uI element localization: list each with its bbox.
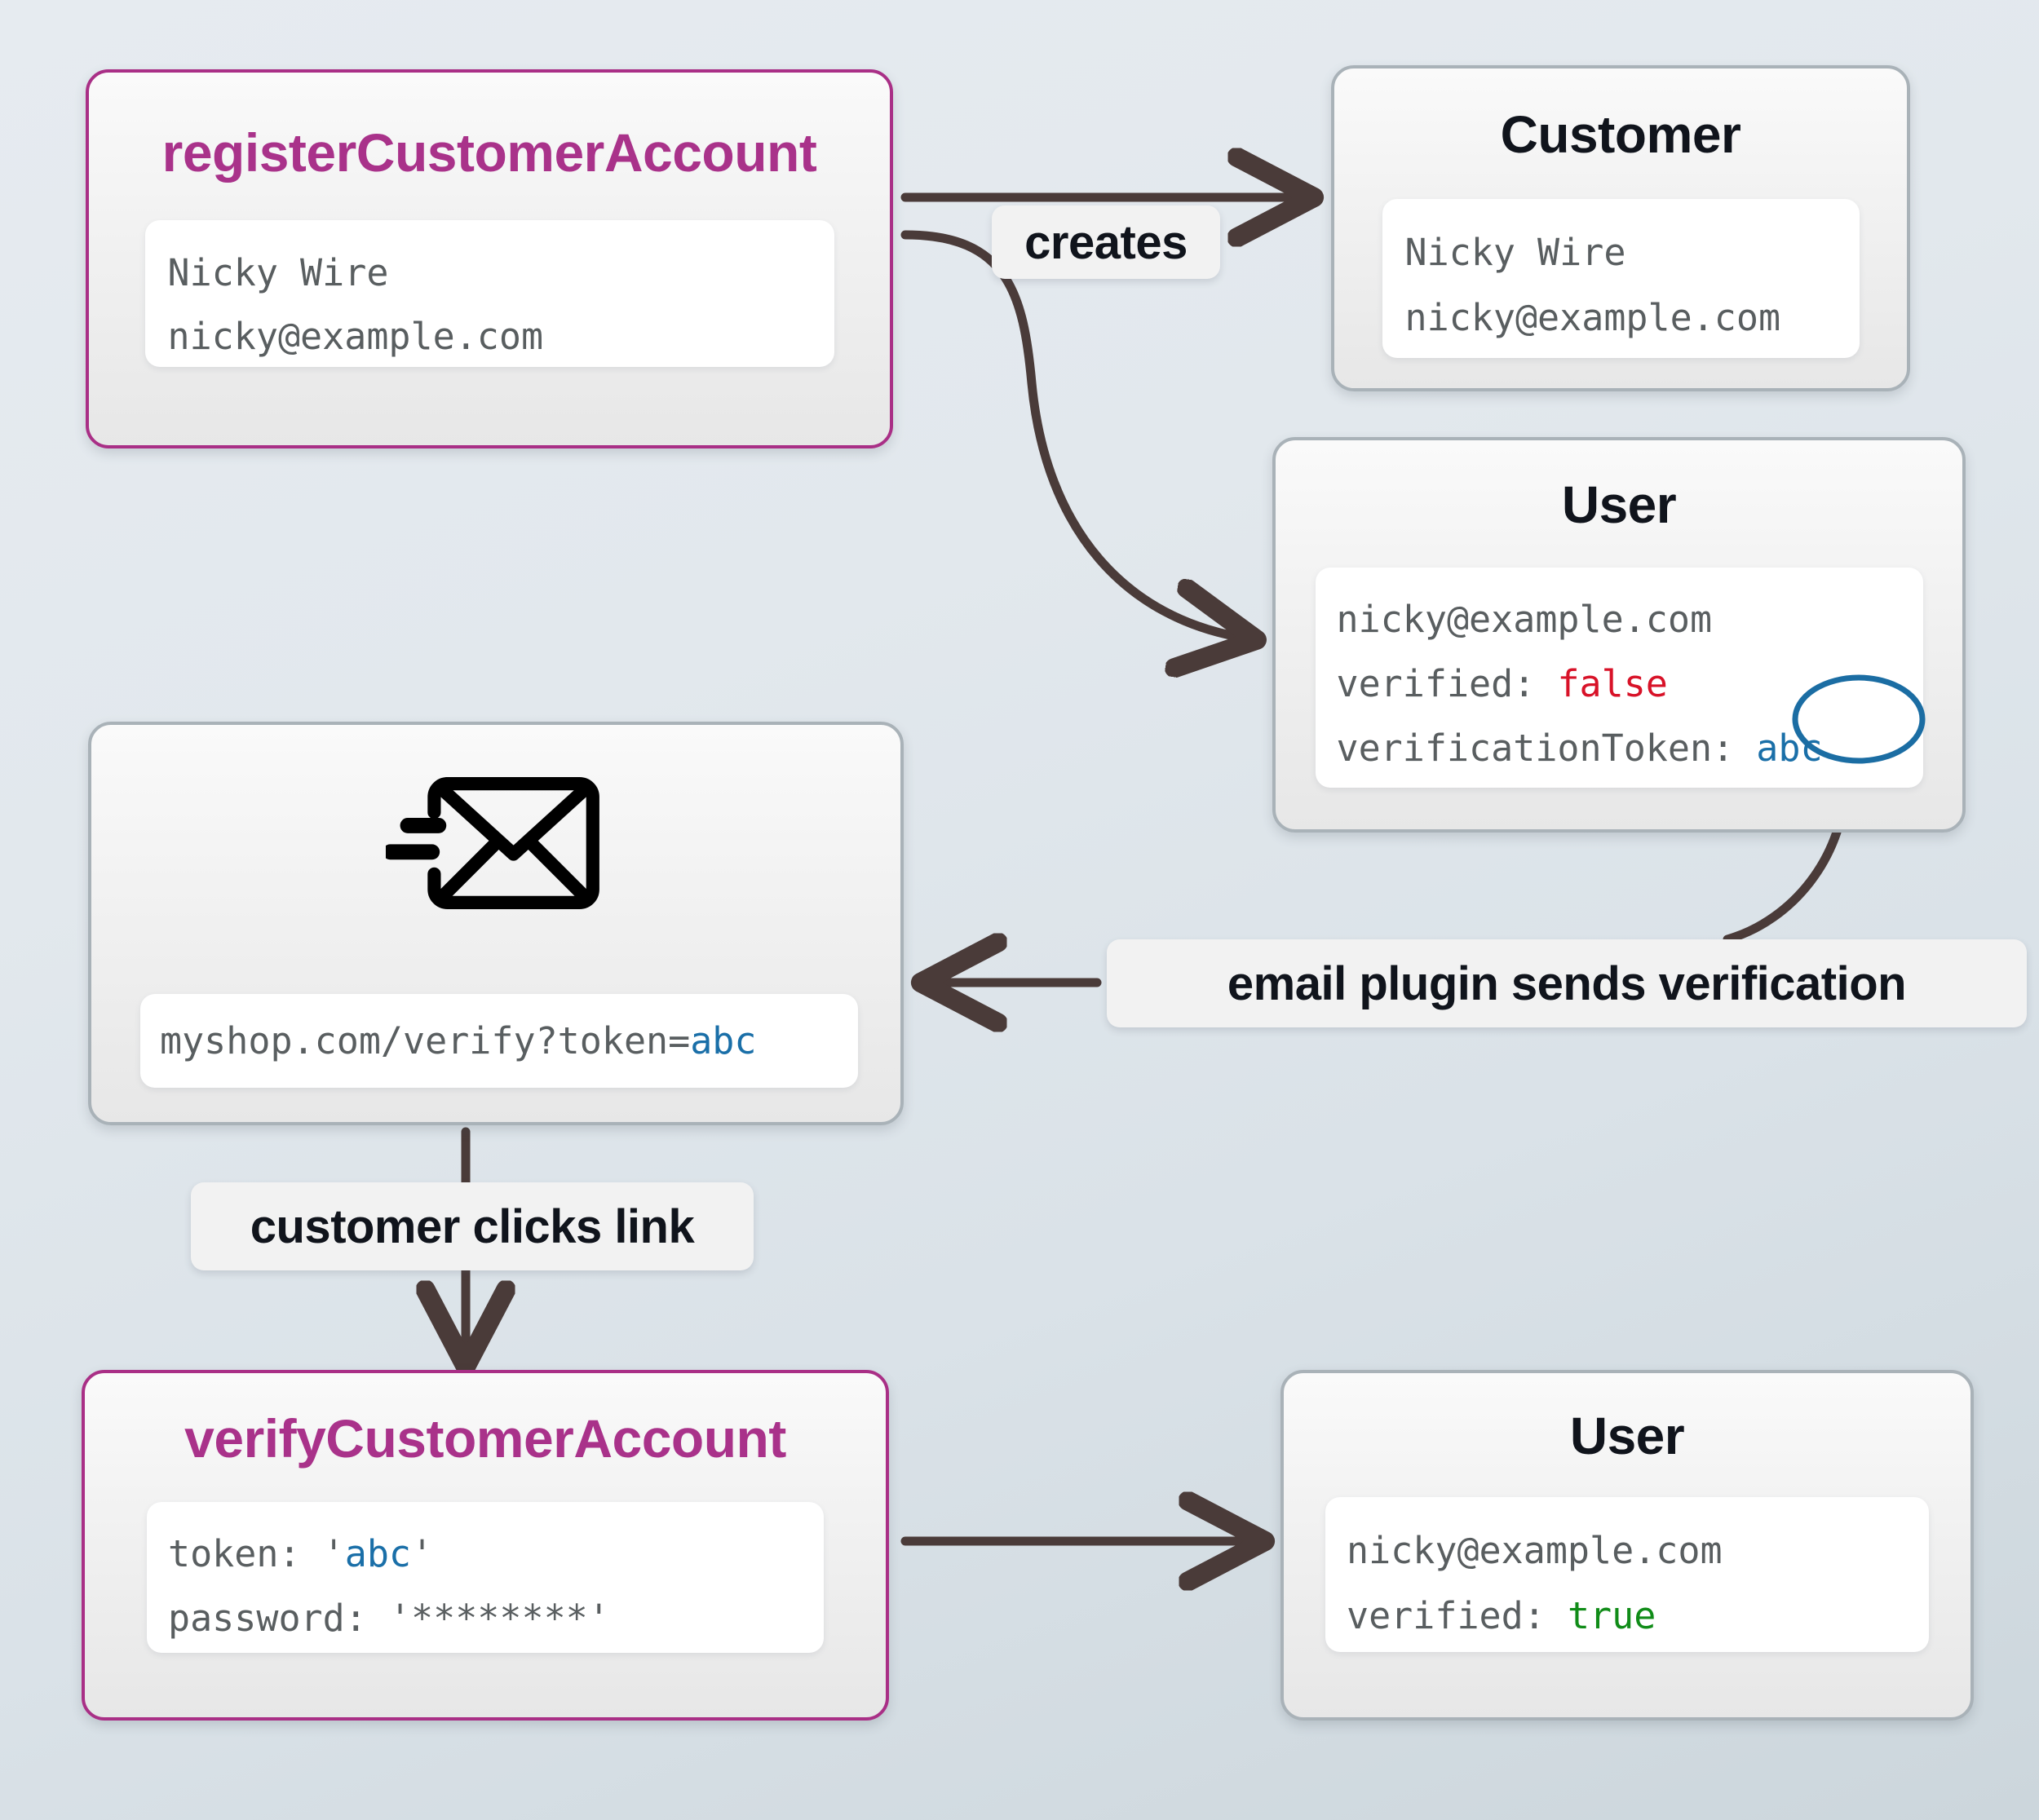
customer-name-row: Nicky Wire xyxy=(1404,231,1626,274)
user-token-key: verificationToken: xyxy=(1336,727,1757,770)
node-user-unverified[interactable]: User nicky@example.com verified: false v… xyxy=(1272,437,1966,833)
user-verified-flag-value: true xyxy=(1567,1594,1656,1637)
user-token-value: abc xyxy=(1756,727,1823,770)
node-title-register: registerCustomerAccount xyxy=(161,122,817,183)
verify-token-key: token: xyxy=(168,1532,323,1575)
user-token-row: verificationToken: abc xyxy=(1337,716,1902,780)
panel-verification-url[interactable]: myshop.com/verify?token=abc xyxy=(140,994,858,1088)
user-verified-key: verified: xyxy=(1336,662,1558,705)
node-title-verify: verifyCustomerAccount xyxy=(184,1408,786,1469)
node-title-customer: Customer xyxy=(1500,105,1741,164)
verify-password-value: '********' xyxy=(388,1597,610,1640)
verify-token-open-quote: ' xyxy=(322,1532,345,1575)
user-verified-row: verified: false xyxy=(1337,652,1902,716)
user-verified-flag-row: verified: true xyxy=(1347,1584,1908,1649)
node-verify-customer-account[interactable]: verifyCustomerAccount token: 'abc' passw… xyxy=(82,1370,889,1721)
customer-email-row: nicky@example.com xyxy=(1404,296,1781,339)
verification-url-prefix: myshop.com/verify?token= xyxy=(160,1019,691,1062)
panel-register-fields: Nicky Wire nicky@example.com xyxy=(144,220,834,367)
node-verification-email[interactable]: myshop.com/verify?token=abc xyxy=(88,722,904,1125)
user-verified-value: false xyxy=(1557,662,1668,705)
panel-verify-fields: token: 'abc' password: '********' xyxy=(147,1502,824,1653)
edge-label-email-plugin-sends-verification: email plugin sends verification xyxy=(1107,939,2027,1027)
register-name-row: Nicky Wire xyxy=(167,251,389,294)
panel-user-unverified-fields: nicky@example.com verified: false verifi… xyxy=(1315,568,1923,788)
verify-token-row: token: 'abc' xyxy=(168,1522,803,1586)
node-title-user-unverified: User xyxy=(1561,475,1677,534)
verification-url-token: abc xyxy=(690,1019,757,1062)
user-verified-email-row: nicky@example.com xyxy=(1347,1529,1723,1572)
user-verified-flag-key: verified: xyxy=(1347,1594,1568,1637)
edge-label-creates: creates xyxy=(992,205,1220,279)
edge-register-to-user xyxy=(900,230,1248,638)
panel-user-verified-fields: nicky@example.com verified: true xyxy=(1325,1497,1929,1652)
verify-password-row: password: '********' xyxy=(168,1586,803,1650)
node-customer[interactable]: Customer Nicky Wire nicky@example.com xyxy=(1331,65,1910,391)
register-email-row: nicky@example.com xyxy=(167,315,544,358)
node-register-customer-account[interactable]: registerCustomerAccount Nicky Wire nicky… xyxy=(86,69,893,448)
send-mail-envelope-icon xyxy=(386,777,599,909)
edge-label-customer-clicks-link: customer clicks link xyxy=(191,1182,754,1270)
verify-token-close-quote: ' xyxy=(411,1532,434,1575)
panel-customer-fields: Nicky Wire nicky@example.com xyxy=(1382,199,1860,358)
verify-password-key: password: xyxy=(168,1597,389,1640)
node-user-verified[interactable]: User nicky@example.com verified: true xyxy=(1280,1370,1974,1721)
node-title-user-verified: User xyxy=(1569,1407,1685,1465)
verify-token-value: abc xyxy=(344,1532,412,1575)
user-email-row: nicky@example.com xyxy=(1336,598,1713,641)
